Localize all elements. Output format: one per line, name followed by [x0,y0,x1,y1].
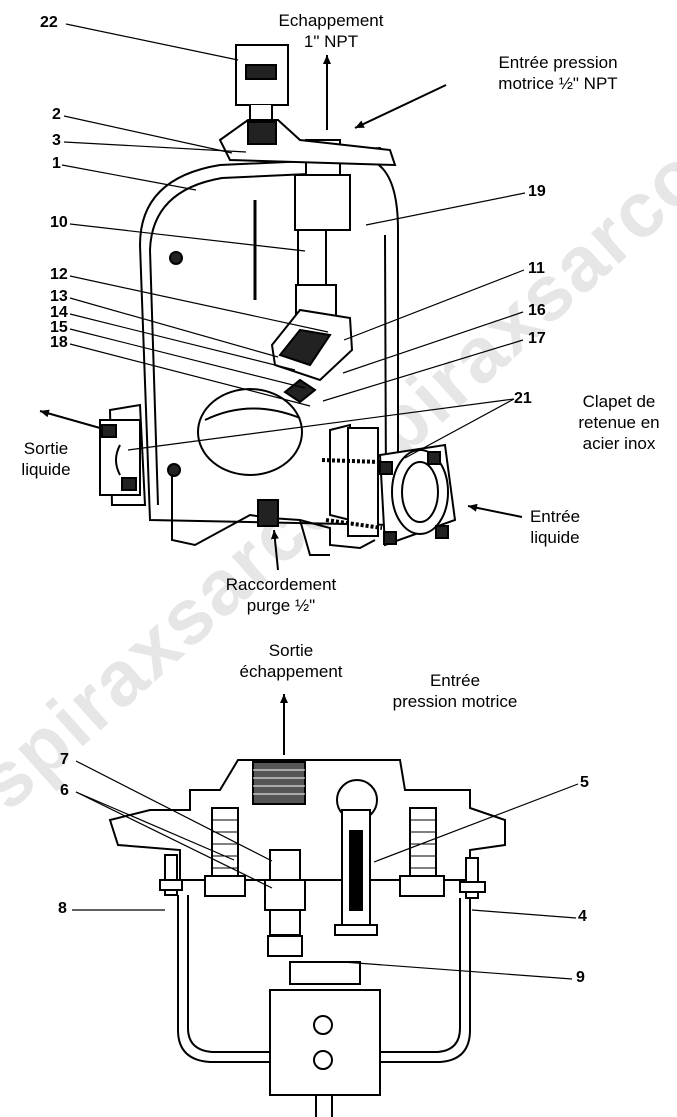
label-raccordement: Raccordement purge ½" [196,574,366,616]
label-sortie-echappement-l2: échappement [239,662,343,681]
label-clapet-l3: acier inox [582,434,656,453]
callout-21: 21 [514,390,532,407]
callout-22: 22 [40,14,58,31]
label-echappement-l2: 1" NPT [303,32,359,51]
label-sortie-liquide-l1: Sortie [23,439,69,458]
label-clapet-l2: retenue en [578,413,660,432]
callout-17: 17 [528,330,546,347]
cover-bolts [167,251,183,477]
callout-14: 14 [50,304,68,321]
outlet-flange [99,403,147,506]
callout-12: 12 [50,266,68,283]
counter-assembly [218,44,397,167]
label-sortie-echappement: Sortie échappement [226,640,356,682]
lever-mechanism [270,139,386,404]
detail-head [108,759,506,1117]
leader-lines [61,23,579,980]
label-sortie-echappement-l1: Sortie [268,641,314,660]
callout-10: 10 [50,214,68,231]
label-entree-pression-motrice: Entrée pression motrice [370,670,540,712]
label-entree-liquide: Entrée liquide [512,506,598,548]
label-entree-pression-l1: Entrée pression [498,53,618,72]
callout-2: 2 [52,106,61,123]
label-echappement: Echappement 1" NPT [276,10,386,52]
callout-4: 4 [578,908,587,925]
label-entree-pression: Entrée pression motrice ½" NPT [468,52,648,94]
label-entree-liquide-l1: Entrée [529,507,581,526]
callout-13: 13 [50,288,68,305]
label-entree-pression-motrice-l2: pression motrice [392,692,518,711]
label-sortie-liquide-l2: liquide [21,460,71,479]
callout-16: 16 [528,302,546,319]
callout-1: 1 [52,155,61,172]
callout-3: 3 [52,132,61,149]
label-clapet-l1: Clapet de [582,392,656,411]
label-sortie-liquide: Sortie liquide [6,438,86,480]
callout-8: 8 [58,900,67,917]
label-echappement-l1: Echappement [278,11,384,30]
callout-9: 9 [576,969,585,986]
callout-6: 6 [60,782,69,799]
label-raccordement-l2: purge ½" [246,596,316,615]
float-ball [197,388,303,476]
callout-15: 15 [50,319,68,336]
callout-18: 18 [50,334,68,351]
label-entree-liquide-l2: liquide [530,528,580,547]
label-raccordement-l1: Raccordement [225,575,337,594]
callout-5: 5 [580,774,589,791]
label-entree-pression-motrice-l1: Entrée [429,671,481,690]
callout-11: 11 [528,260,545,277]
callout-7: 7 [60,751,69,768]
callout-19: 19 [528,183,546,200]
label-entree-pression-l2: motrice ½" NPT [498,74,618,93]
flow-arrows [39,55,523,755]
label-clapet: Clapet de retenue en acier inox [564,391,674,454]
